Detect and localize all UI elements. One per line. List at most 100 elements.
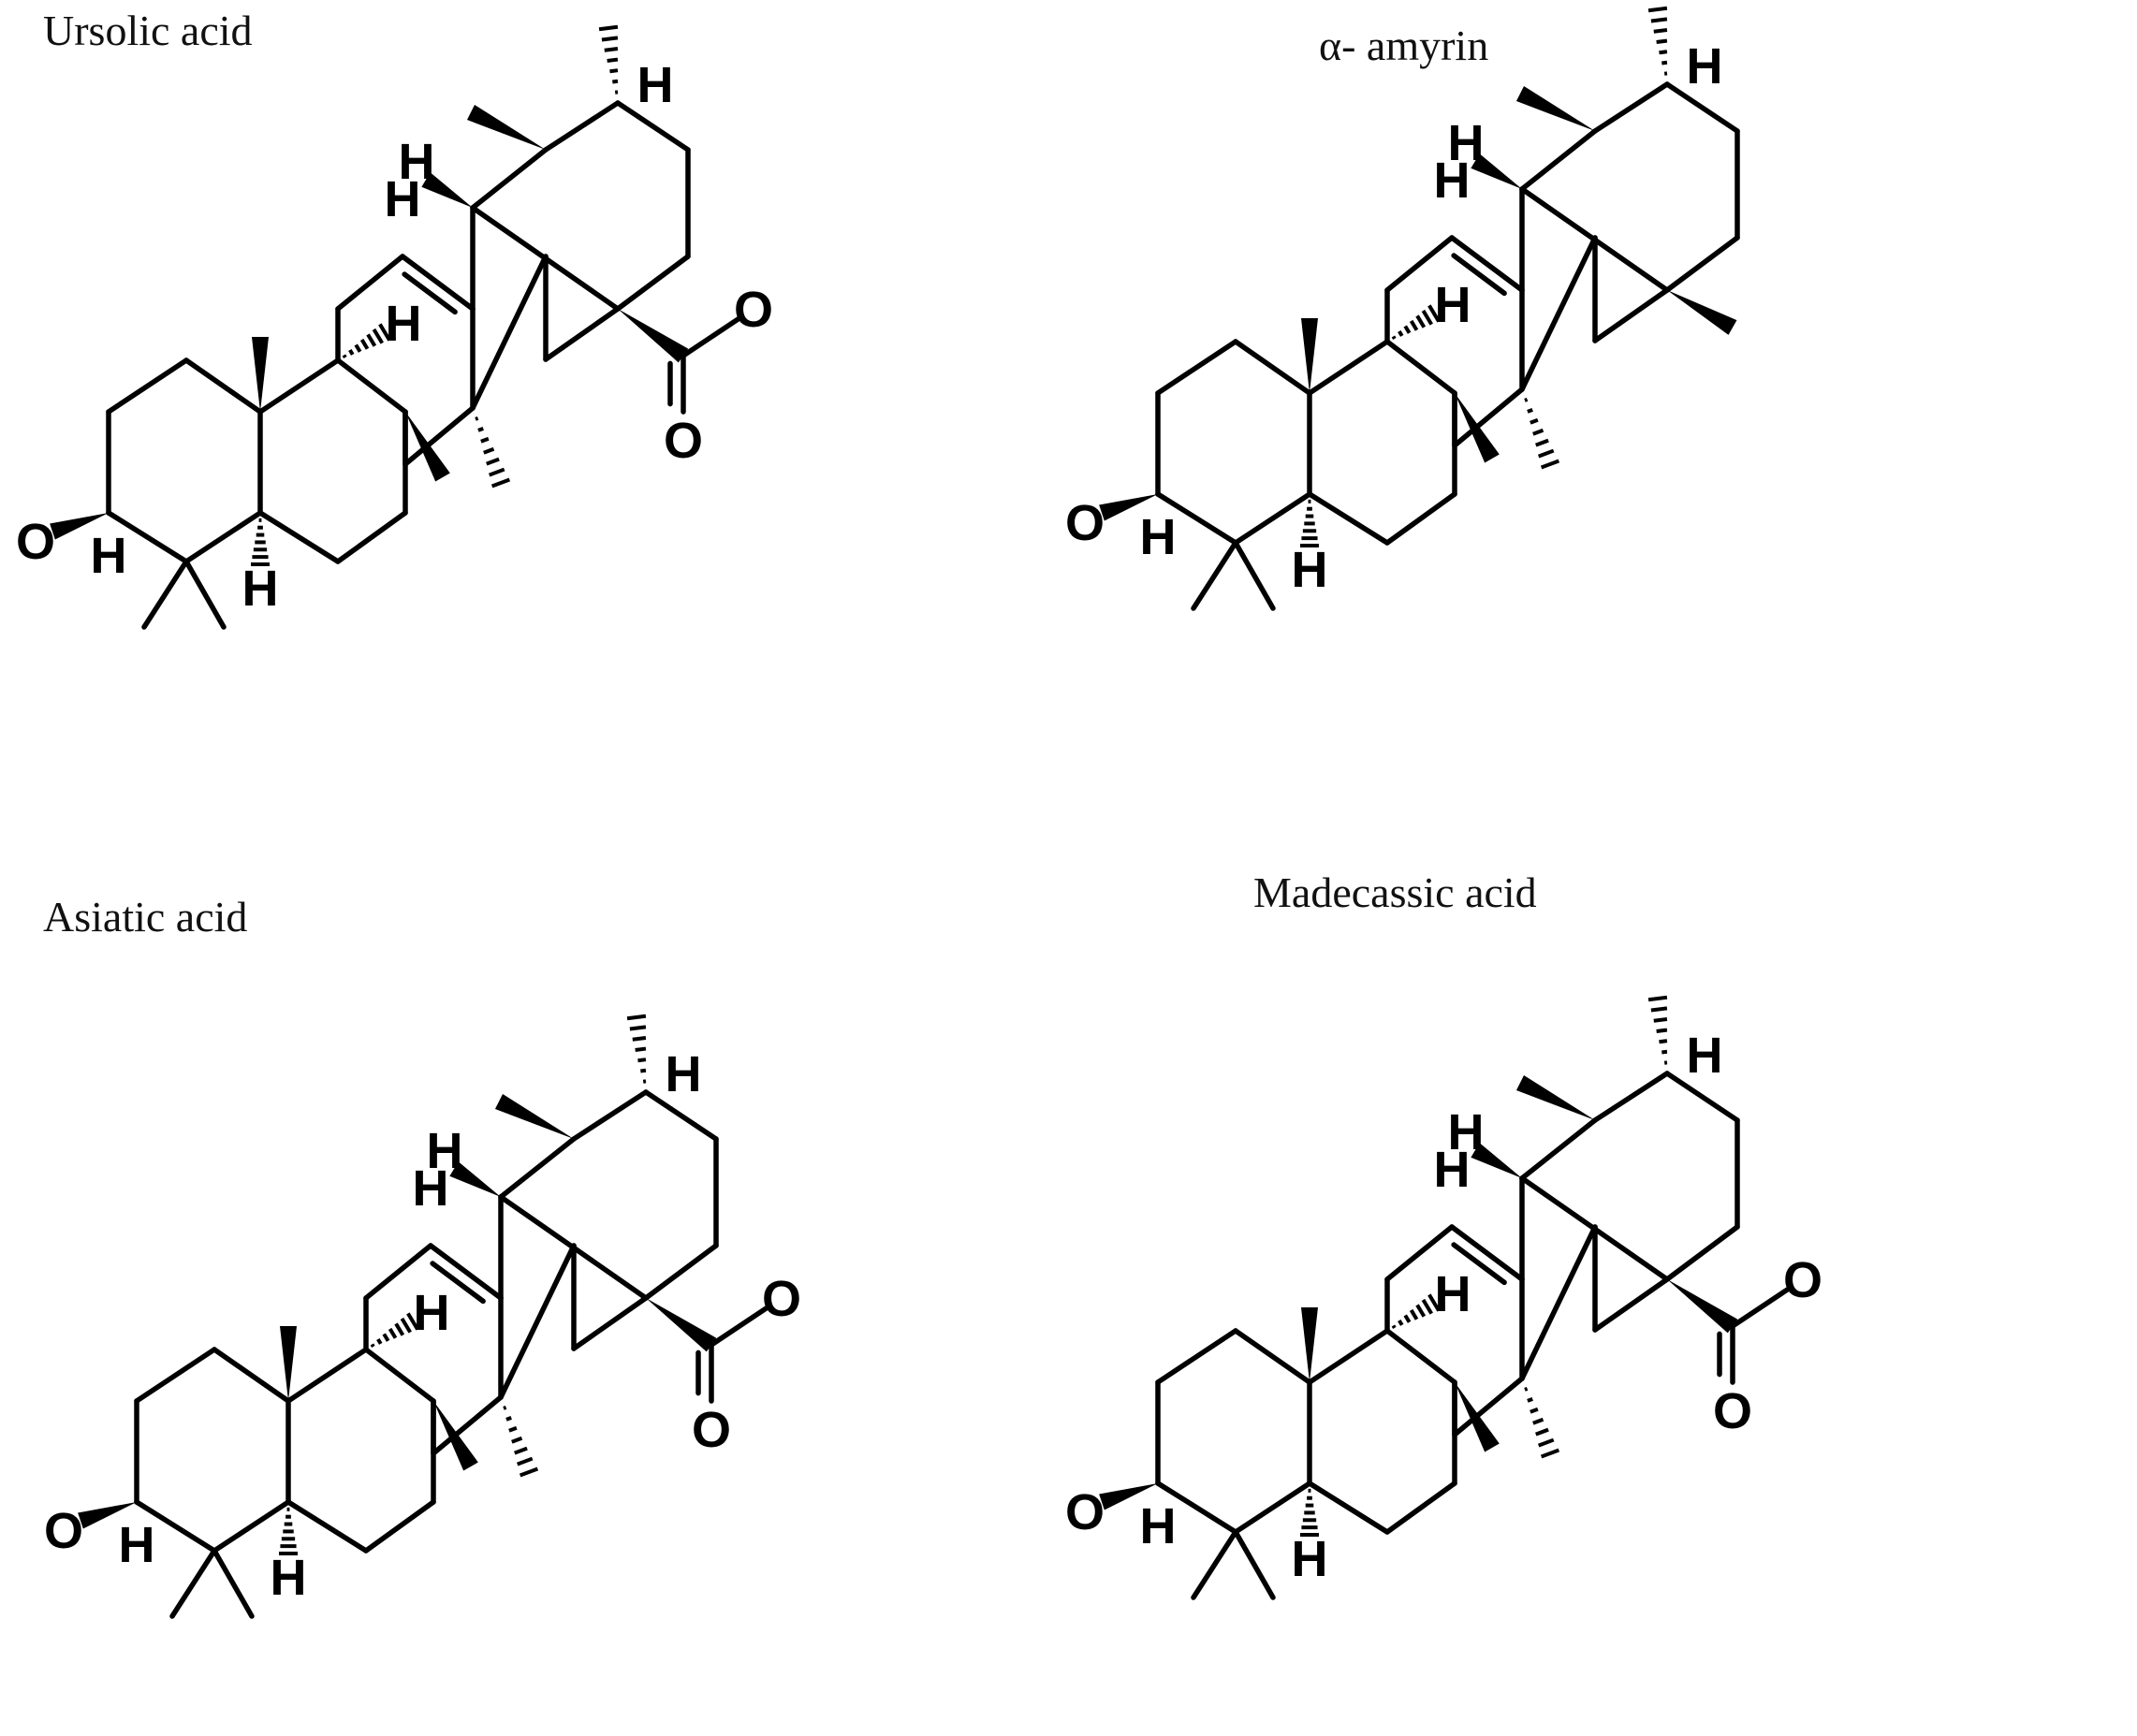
bond xyxy=(571,1295,649,1351)
hash-stroke xyxy=(1532,428,1544,436)
double-bond xyxy=(1451,1242,1507,1286)
double-bond xyxy=(1451,253,1507,297)
wedge-bond xyxy=(1301,318,1318,393)
hash-stroke xyxy=(519,1466,539,1478)
hash-stroke xyxy=(1656,1028,1668,1033)
hashed-bond xyxy=(503,1406,539,1478)
hash-stroke xyxy=(511,1436,523,1444)
hash-stroke xyxy=(598,24,619,32)
hashed-bond xyxy=(1391,1293,1441,1329)
hash-stroke xyxy=(632,1035,647,1042)
bond xyxy=(1384,339,1457,396)
compound-name-alpha-amyrin: α- amyrin xyxy=(1319,22,1489,69)
bond xyxy=(615,254,691,312)
bond xyxy=(1233,491,1312,546)
bond xyxy=(183,357,263,415)
hash-stroke xyxy=(378,323,391,342)
oxygen-label: O xyxy=(692,1402,731,1458)
bond xyxy=(1384,1224,1455,1282)
hydrogen-label: H xyxy=(1435,277,1471,333)
hash-stroke xyxy=(1409,319,1419,331)
hash-stroke xyxy=(1398,329,1404,337)
hydrogen-label: H xyxy=(666,1046,702,1102)
hash-stroke xyxy=(1647,995,1668,1002)
hashed-bond xyxy=(626,1014,647,1084)
hash-stroke xyxy=(354,343,362,353)
bond xyxy=(134,1499,217,1554)
bond xyxy=(1233,1529,1276,1600)
compound-name-ursolic-acid: Ursolic acid xyxy=(43,7,253,54)
bond xyxy=(1384,491,1457,546)
bond xyxy=(141,559,189,630)
hash-stroke xyxy=(1403,325,1412,334)
compound-name-madecassic-acid: Madecassic acid xyxy=(1253,868,1537,916)
hash-stroke xyxy=(601,36,619,42)
bond xyxy=(335,510,408,564)
hash-stroke xyxy=(1653,27,1668,34)
bond xyxy=(1592,81,1670,134)
hash-stroke xyxy=(1398,1319,1404,1326)
hash-stroke xyxy=(382,1333,390,1342)
bond xyxy=(1233,1481,1312,1535)
hash-stroke xyxy=(490,477,511,489)
wedge-bond xyxy=(1099,494,1158,521)
hash-stroke xyxy=(1659,50,1668,55)
hydrogen-label: H xyxy=(1687,1028,1723,1084)
hashed-bond xyxy=(598,24,619,95)
bond xyxy=(363,1499,436,1554)
wedge-bond xyxy=(1099,1483,1158,1510)
hash-stroke xyxy=(635,1046,647,1052)
hashed-bond xyxy=(475,416,511,489)
wedge-bond xyxy=(1515,1074,1595,1120)
hash-stroke xyxy=(1540,459,1560,470)
hash-stroke xyxy=(1524,1387,1529,1392)
hashed-bond xyxy=(251,518,270,566)
hash-stroke xyxy=(1524,398,1529,402)
hydrogen-label: H xyxy=(242,561,279,617)
hash-stroke xyxy=(640,1068,647,1073)
hash-stroke xyxy=(505,1415,512,1422)
bond xyxy=(1307,339,1390,396)
hydrogen-label: H xyxy=(399,134,435,190)
hash-stroke xyxy=(1540,1448,1560,1459)
bond xyxy=(681,315,742,358)
hash-stroke xyxy=(394,1322,405,1336)
bond xyxy=(1191,540,1238,611)
hash-stroke xyxy=(1427,1293,1441,1312)
wedge-bond xyxy=(646,1298,717,1352)
hash-stroke xyxy=(604,46,619,52)
hashed-bond xyxy=(1647,995,1668,1065)
hash-stroke xyxy=(637,1058,647,1063)
wedge-bond xyxy=(78,1502,137,1529)
bond xyxy=(134,1347,217,1404)
hash-stroke xyxy=(1650,1006,1668,1013)
hash-stroke xyxy=(1647,6,1668,13)
bond xyxy=(212,1347,291,1404)
hash-stroke xyxy=(1537,1437,1555,1448)
hydrogen-label: H xyxy=(91,528,127,584)
hash-stroke xyxy=(1530,417,1539,425)
hydrogen-label: H xyxy=(1434,1142,1471,1198)
wedge-bond xyxy=(280,1326,297,1401)
hydrogen-label: H xyxy=(119,1517,155,1573)
wedge-bond xyxy=(1301,1307,1318,1382)
oxygen-label: O xyxy=(734,282,773,338)
hash-stroke xyxy=(1427,304,1441,323)
bond xyxy=(1384,235,1455,293)
hash-stroke xyxy=(488,467,505,477)
bond xyxy=(1384,1328,1457,1385)
bond xyxy=(1384,1481,1457,1535)
bond xyxy=(615,100,691,153)
wedge-bond xyxy=(50,513,109,540)
bond xyxy=(1233,1328,1312,1385)
bond xyxy=(1519,1224,1598,1381)
bond xyxy=(498,1136,577,1200)
bond xyxy=(363,1243,433,1301)
hash-stroke xyxy=(348,348,355,356)
hashed-bond xyxy=(279,1507,298,1555)
bond xyxy=(1452,387,1525,448)
hashed-bond xyxy=(1300,499,1319,547)
hashed-bond xyxy=(1300,1488,1319,1537)
